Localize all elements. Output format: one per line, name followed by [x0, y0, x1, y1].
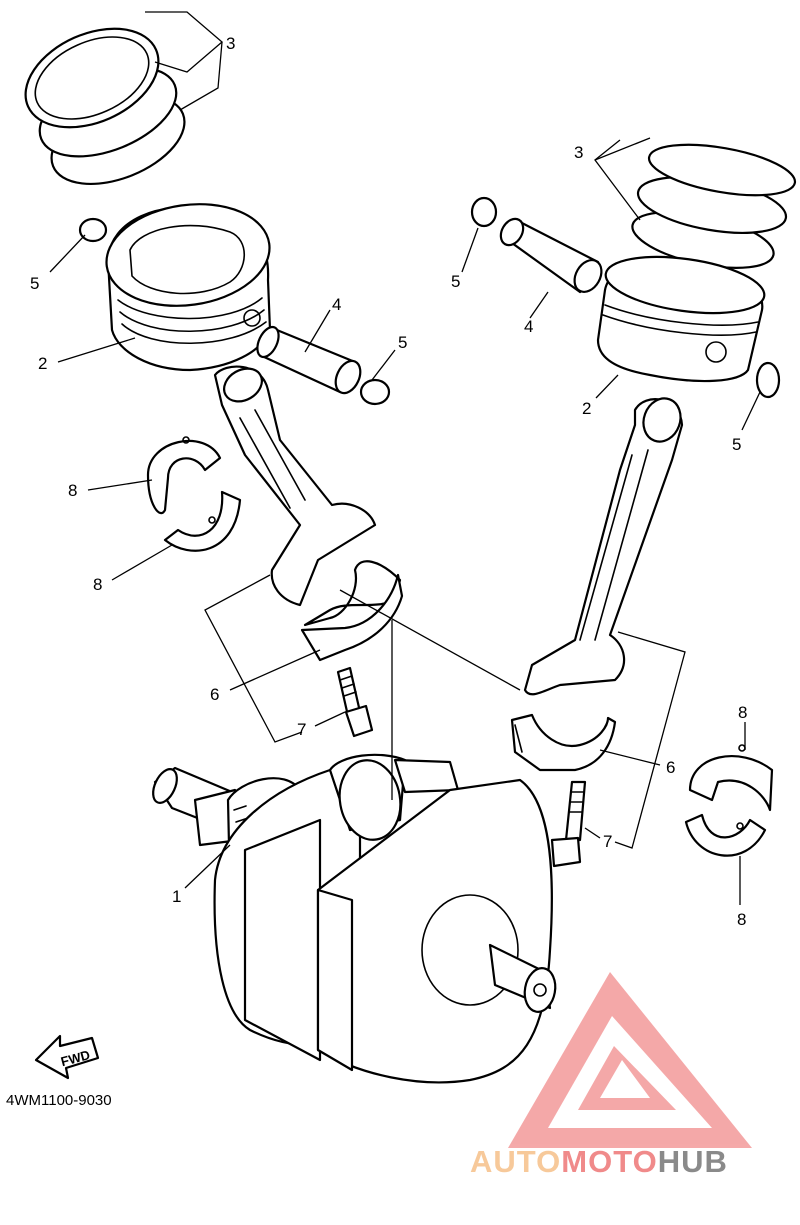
rod-bolt-right	[550, 780, 587, 868]
piston-pin-right	[499, 217, 603, 294]
callout-pin-right: 4	[524, 317, 533, 336]
callout-clip-right-b: 5	[732, 435, 741, 454]
callout-bearing-right-b: 8	[737, 910, 746, 929]
callout-clip-left-b: 5	[398, 333, 407, 352]
callout-rod-left: 6	[210, 685, 219, 704]
fwd-label: FWD	[59, 1047, 91, 1069]
circlip-left-upper	[78, 217, 108, 243]
callout-crankshaft: 1	[172, 887, 181, 906]
brand-part-moto: MOTO	[561, 1144, 657, 1179]
watermark-logo	[508, 972, 752, 1148]
callout-bearing-left-b: 8	[93, 575, 102, 594]
callout-clip-right-a: 5	[451, 272, 460, 291]
rod-cap-left	[300, 560, 404, 662]
connecting-rod-right	[523, 397, 684, 696]
watermark-brand-text: AUTOMOTOHUB	[470, 1144, 728, 1179]
callout-bolt-right: 7	[603, 832, 612, 851]
rod-cap-right	[510, 713, 617, 772]
callout-pin-left: 4	[332, 295, 341, 314]
piston-left	[105, 203, 272, 372]
leader-lines	[49, 11, 761, 905]
piston-pin-left	[256, 325, 362, 395]
bearing-right-lower	[684, 813, 767, 857]
callout-rod-right: 6	[666, 758, 675, 777]
piston-right	[596, 255, 766, 383]
callout-clip-left-a: 5	[30, 274, 39, 293]
bearing-right-upper	[688, 744, 774, 812]
connecting-rod-left	[213, 365, 377, 607]
callout-rings-left: 3	[226, 34, 235, 53]
fwd-arrow: FWD	[34, 1034, 100, 1080]
callout-piston-left: 2	[38, 354, 47, 373]
circlip-left-lower	[359, 378, 391, 406]
crankshaft	[152, 753, 557, 1084]
callout-bearing-right-a: 8	[738, 703, 747, 722]
callout-bearing-left-a: 8	[68, 481, 77, 500]
rod-bolt-left	[336, 666, 374, 738]
piston-rings-left	[24, 27, 186, 186]
callout-rings-right: 3	[574, 143, 583, 162]
circlip-right-upper	[470, 196, 498, 228]
callout-bolt-left: 7	[297, 720, 306, 739]
bearing-left-upper	[146, 436, 222, 515]
circlip-right-lower	[755, 361, 781, 399]
brand-part-hub: HUB	[658, 1144, 728, 1179]
bearing-left-lower	[163, 490, 242, 552]
piston-rings-right	[631, 143, 797, 269]
brand-part-auto: AUTO	[470, 1144, 561, 1179]
callout-piston-right: 2	[582, 399, 591, 418]
part-code: 4WM1100-9030	[6, 1092, 112, 1109]
